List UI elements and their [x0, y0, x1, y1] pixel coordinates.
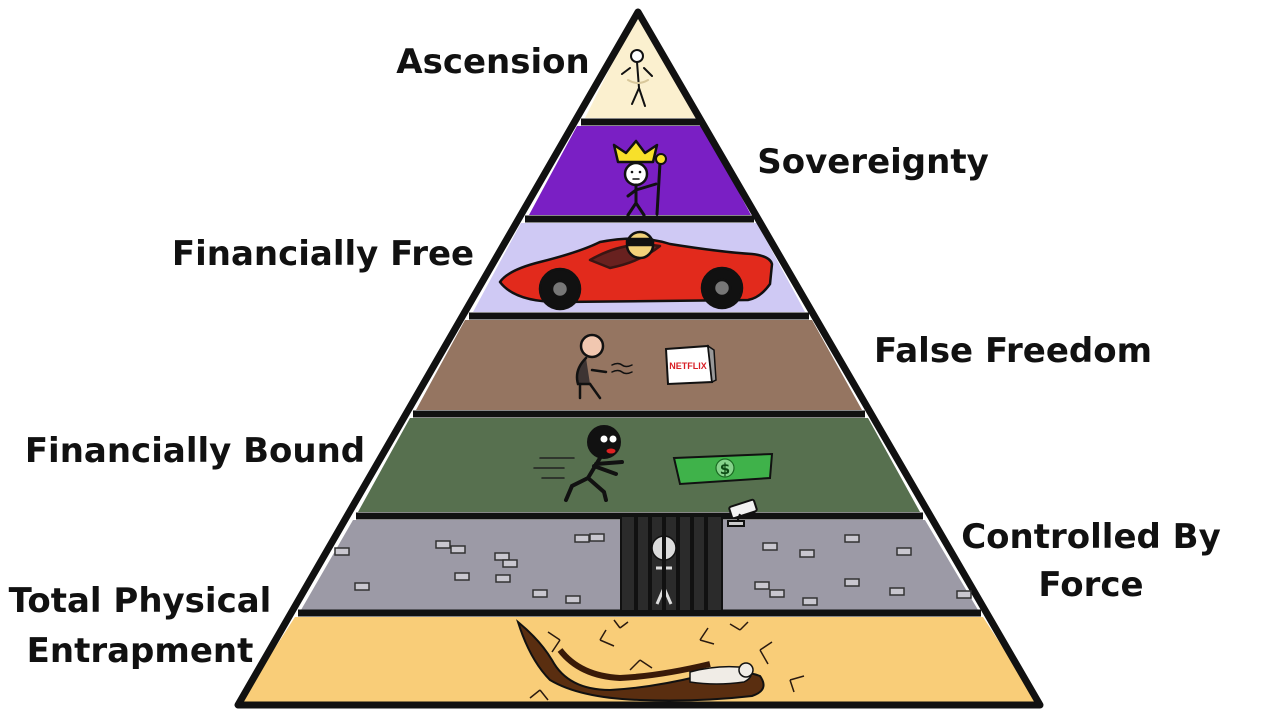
pyramid-bands: [238, 12, 1040, 705]
label-false-freedom: False Freedom: [874, 331, 1152, 371]
ascending-figure-icon: [621, 49, 653, 107]
dollar-bill-icon: $: [672, 452, 774, 486]
level-labels: Ascension Sovereignty Financially Free F…: [9, 42, 1221, 671]
label-sovereignty: Sovereignty: [757, 142, 989, 182]
running-figure-icon: [533, 425, 624, 502]
label-ascension: Ascension: [396, 42, 589, 82]
label-controlled-by-force-line1: Controlled By: [961, 517, 1221, 557]
king-figure-icon: [612, 139, 667, 217]
underground-burrow-icon: [516, 619, 805, 702]
label-controlled-by-force-line2: Force: [1038, 565, 1143, 605]
label-total-physical-entrapment-line2: Entrapment: [27, 631, 254, 671]
band-financially-bound: [358, 418, 920, 512]
brick-pattern: [334, 533, 972, 606]
sports-car-icon: [498, 230, 774, 311]
security-camera-icon: [727, 498, 758, 527]
tv-watcher-icon: [575, 333, 633, 400]
label-financially-bound: Financially Bound: [25, 431, 365, 471]
label-financially-free: Financially Free: [172, 234, 474, 274]
band-ascension: [585, 12, 696, 118]
dollar-sign-text: $: [720, 460, 730, 478]
label-total-physical-entrapment-line1: Total Physical: [9, 581, 272, 621]
netflix-tv-icon: NETFLIX: [664, 344, 717, 386]
band-false-freedom: [416, 320, 862, 410]
jail-cell-icon: [620, 515, 723, 612]
netflix-logo-text: NETFLIX: [669, 361, 707, 371]
